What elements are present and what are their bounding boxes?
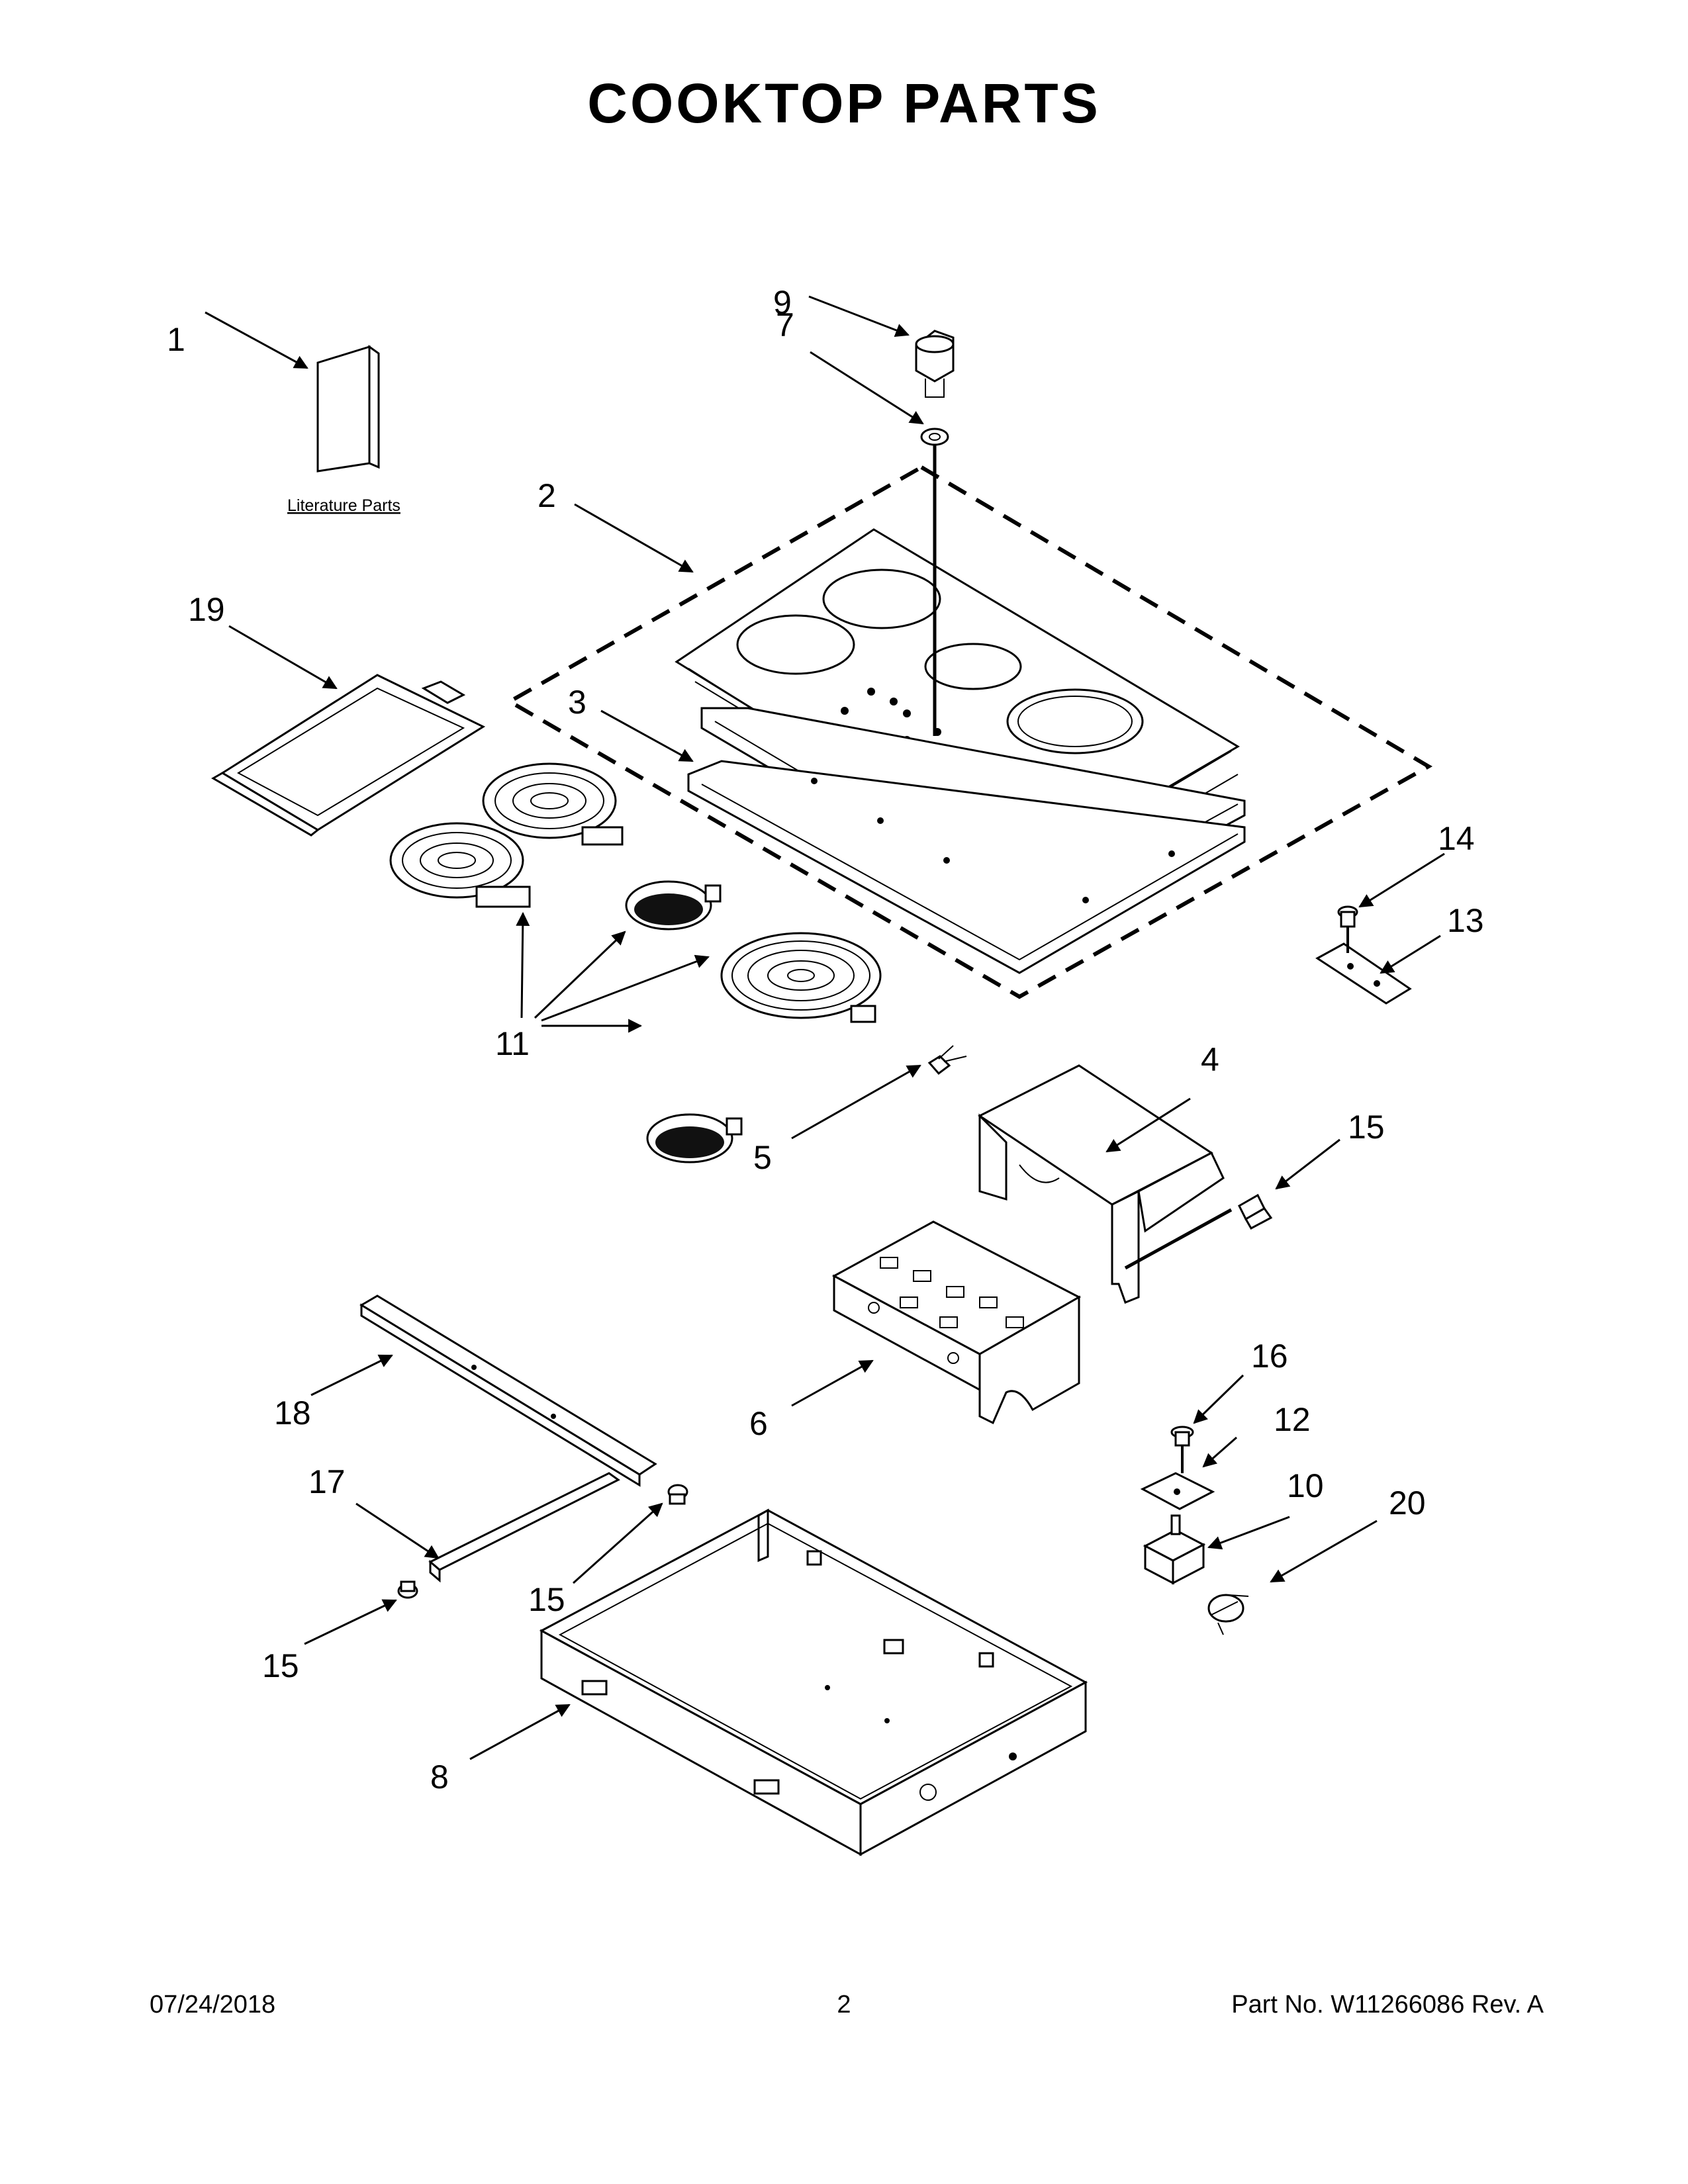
footer-page-number: 2 [837, 1991, 851, 2019]
cooktop-frame [687, 681, 1246, 974]
mounting-bracket [1315, 942, 1412, 1005]
callout-10: 10 [1287, 1467, 1324, 1504]
callout-2: 2 [538, 477, 556, 514]
callout-18: 18 [274, 1394, 311, 1432]
knob-washer [920, 428, 949, 446]
control-knob [915, 330, 955, 398]
callout-14: 14 [1438, 820, 1475, 857]
terminal-screw [1170, 1426, 1194, 1473]
callout-20: 20 [1389, 1484, 1426, 1522]
bracket-screw [1337, 905, 1358, 953]
small-radiant-element-bottom [646, 1113, 743, 1163]
callout-15-rail: 15 [528, 1581, 565, 1618]
screw-side [397, 1580, 418, 1599]
footer-date: 07/24/2018 [150, 1991, 276, 2019]
callout-8: 8 [430, 1758, 449, 1796]
cooktop-box [539, 1508, 1088, 1856]
side-rail [428, 1472, 620, 1583]
callout-6: 6 [749, 1405, 768, 1442]
control-box-bracket [831, 1220, 1082, 1425]
callout-4: 4 [1201, 1041, 1219, 1078]
page-title: COOKTOP PARTS [587, 72, 1101, 134]
wire-harness [927, 1045, 967, 1075]
terminal-plate [1140, 1472, 1215, 1510]
leader-lines [205, 295, 1445, 1760]
cooktop-assembly-boundary [505, 465, 1433, 999]
footer-part-number: Part No. W11266086 Rev. A [1231, 1991, 1544, 2019]
callout-12: 12 [1274, 1401, 1311, 1438]
large-radiant-element [720, 932, 882, 1023]
small-radiant-element-top [625, 880, 722, 931]
callout-3: 3 [568, 684, 586, 721]
screw-right [1238, 1193, 1273, 1230]
front-rail [359, 1295, 657, 1487]
callout-5: 5 [753, 1139, 772, 1176]
callout-13: 13 [1447, 902, 1484, 939]
infinite-switch [1143, 1514, 1206, 1585]
callout-17: 17 [308, 1463, 346, 1500]
callout-16: 16 [1251, 1338, 1288, 1375]
callout-19: 19 [188, 591, 225, 628]
thermostat [1207, 1594, 1249, 1635]
literature-parts-label: Literature Parts [287, 496, 400, 515]
callout-11: 11 [495, 1025, 530, 1062]
griddle [211, 674, 486, 837]
dual-radiant-element [389, 762, 624, 908]
callout-15-heat-shield: 15 [1348, 1109, 1385, 1146]
heat-shield [978, 1064, 1233, 1304]
screw-rail [667, 1484, 688, 1505]
literature-booklet: Literature Parts [287, 345, 400, 515]
callout-1: 1 [167, 321, 185, 358]
callout-7: 7 [776, 306, 794, 343]
callout-15-side: 15 [262, 1647, 299, 1684]
callout-9: 9 [773, 284, 792, 321]
